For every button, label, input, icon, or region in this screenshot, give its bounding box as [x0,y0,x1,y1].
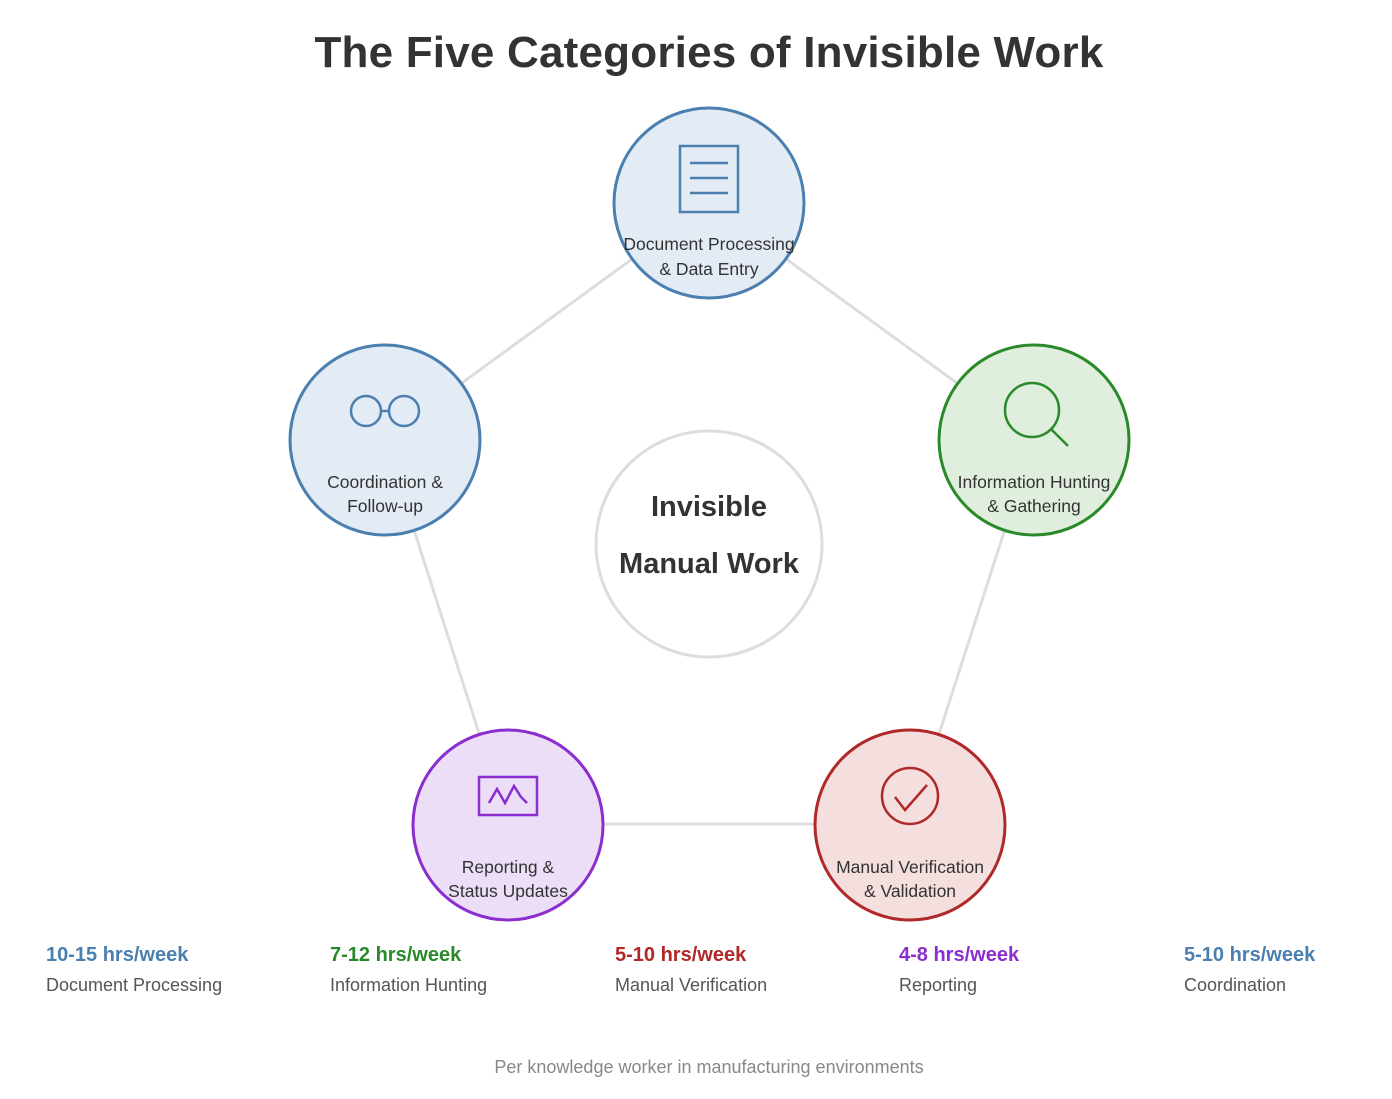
stat-manual-verification: 5-10 hrs/week Manual Verification [615,940,875,996]
stat-hours: 5-10 hrs/week [615,944,747,966]
node-label-line1: Reporting & [462,857,555,877]
stat-reporting: 4-8 hrs/week Reporting [899,940,1159,996]
node-coordination: Coordination & Follow-up [288,343,482,537]
stat-hours: 4-8 hrs/week [899,944,1020,966]
chart-icon [477,775,539,817]
node-document-processing: Document Processing & Data Entry [612,106,806,300]
node-manual-verification: Manual Verification & Validation [813,728,1007,922]
link-icon [349,394,421,428]
node-label-line2: & Validation [864,881,956,901]
stat-hours: 5-10 hrs/week [1184,944,1316,966]
node-label-line1: Information Hunting [958,472,1111,492]
node-reporting: Reporting & Status Updates [411,728,605,922]
stat-name: Document Processing [46,975,223,995]
footnote: Per knowledge worker in manufacturing en… [494,1057,924,1077]
stat-hours: 7-12 hrs/week [330,944,462,966]
node-label-line2: & Data Entry [659,259,758,279]
stat-name: Information Hunting [330,975,488,995]
center-label-line1: Invisible [651,491,767,523]
stat-name: Manual Verification [615,975,768,995]
stat-information-hunting: 7-12 hrs/week Information Hunting [330,940,590,996]
center-node: Invisible Manual Work [594,429,824,659]
node-information-hunting: Information Hunting & Gathering [937,343,1131,537]
stat-name: Coordination [1184,975,1287,995]
stat-name: Reporting [899,975,978,995]
stat-coordination: 5-10 hrs/week Coordination [1184,940,1384,996]
node-label-line2: Follow-up [347,496,423,516]
document-icon [678,144,740,214]
node-label-line2: Status Updates [448,881,568,901]
node-label-line1: Manual Verification [836,857,984,877]
checkmark-icon [880,766,940,826]
node-label-line1: Document Processing [623,234,794,254]
node-label-line1: Coordination & [327,472,443,492]
stat-hours: 10-15 hrs/week [46,944,189,966]
stat-document-processing: 10-15 hrs/week Document Processing [46,940,306,996]
node-label-line2: & Gathering [987,496,1080,516]
magnifier-icon [1003,381,1069,447]
page-title: The Five Categories of Invisible Work [314,28,1104,77]
center-label-line2: Manual Work [619,548,800,580]
